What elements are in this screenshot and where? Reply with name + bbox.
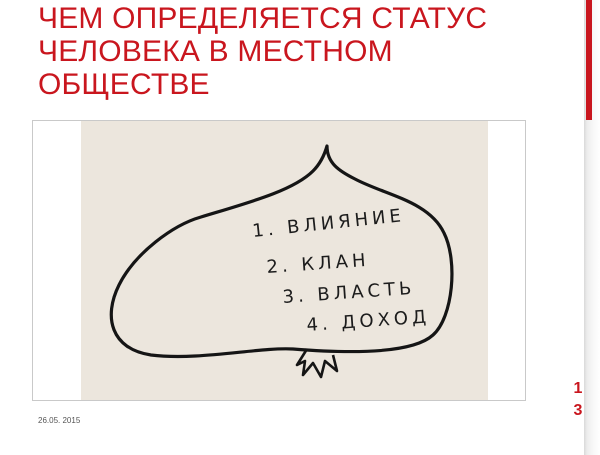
page-number-digit-1: 1 (573, 380, 583, 397)
bulb-roots (295, 348, 339, 379)
slide-title: ЧЕМ ОПРЕДЕЛЯЕТСЯ СТАТУС ЧЕЛОВЕКА В МЕСТН… (38, 2, 538, 101)
list-item-1: 1. ВЛИЯНИЕ (251, 205, 405, 242)
slide-title-line-2: ЧЕЛОВЕКА В МЕСТНОМ (38, 35, 393, 68)
page-number-digit-2: 3 (573, 402, 583, 419)
bulb-outline (109, 144, 454, 359)
slide-page-number: 1 3 (571, 378, 585, 422)
list-item-4: 4. ДОХОД (306, 306, 431, 336)
list-item-3: 3. ВЛАСТЬ (282, 278, 416, 308)
list-item-2: 2. КЛАН (266, 250, 370, 278)
slide-title-line-3: ОБЩЕСТВЕ (38, 68, 210, 101)
handwritten-drawing-photo: 1. ВЛИЯНИЕ 2. КЛАН 3. ВЛАСТЬ 4. ДОХОД (81, 121, 488, 400)
bulb-drawing: 1. ВЛИЯНИЕ 2. КЛАН 3. ВЛАСТЬ 4. ДОХОД (109, 144, 454, 379)
side-red-accent-bar (586, 0, 592, 120)
picture-frame: 1. ВЛИЯНИЕ 2. КЛАН 3. ВЛАСТЬ 4. ДОХОД (32, 120, 526, 401)
slide-date: 26.05. 2015 (38, 416, 81, 425)
slide-title-line-1: ЧЕМ ОПРЕДЕЛЯЕТСЯ СТАТУС (38, 2, 488, 35)
